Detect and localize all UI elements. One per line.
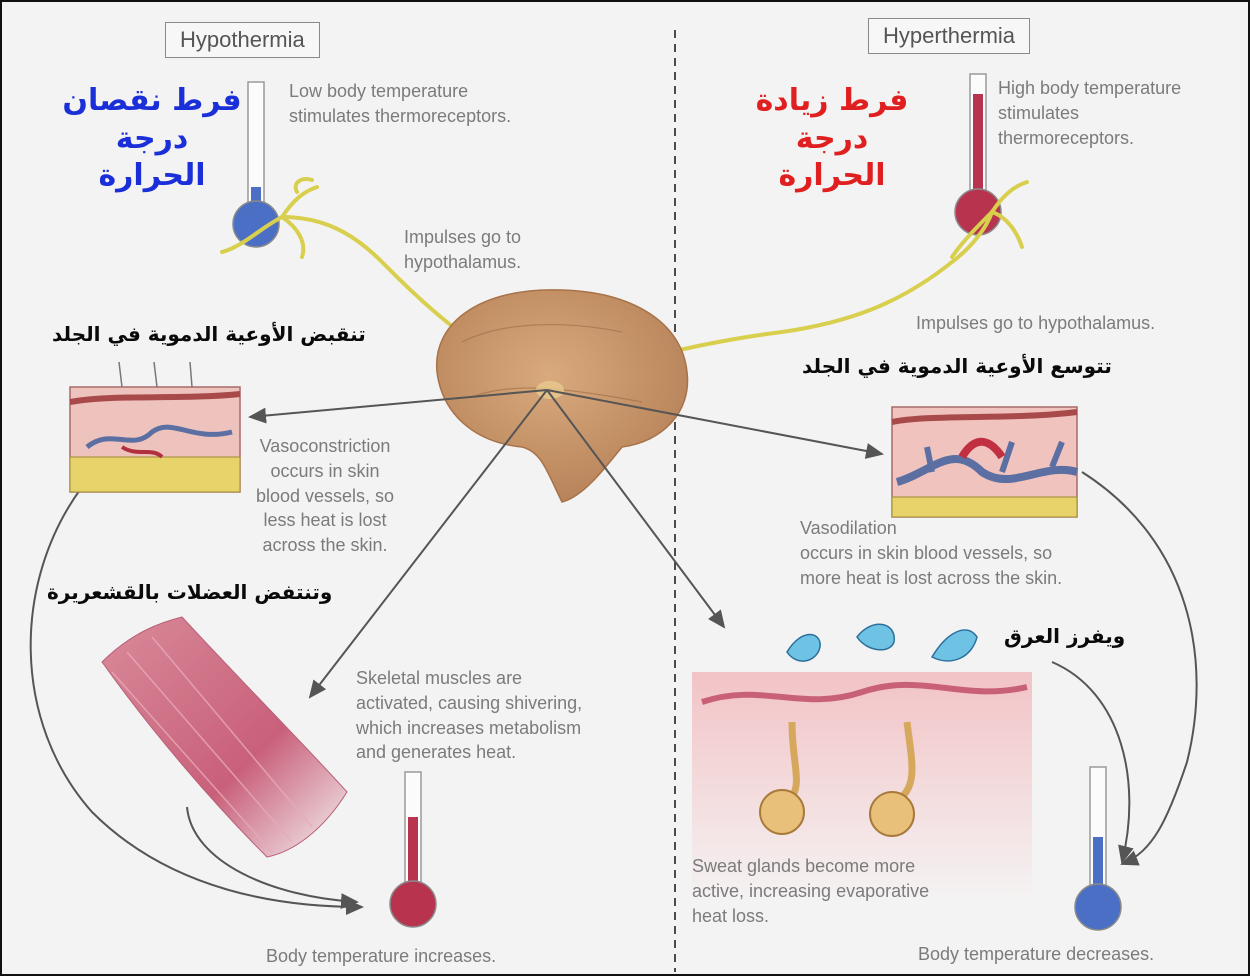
hyperthermia-arabic-title: فرط زيادة درجة الحرارة <box>742 82 922 195</box>
hypothermia-title: Hypothermia <box>165 22 320 58</box>
vasoconstriction-caption: Vasoconstriction occurs in skin blood ve… <box>210 434 440 558</box>
vasodilation-arabic: تتوسع الأوعية الدموية في الجلد <box>802 354 1112 378</box>
shivering-arabic: وتنتفض العضلات بالقشعريرة <box>47 580 332 604</box>
impulse-caption-right: Impulses go to hypothalamus. <box>916 311 1155 336</box>
warming-thermometer <box>390 772 436 927</box>
cooling-thermometer <box>1075 767 1121 930</box>
vasodilation-caption: Vasodilation occurs in skin blood vessel… <box>800 516 1062 590</box>
dilated-skin-illustration <box>892 407 1077 517</box>
hyperthermia-title: Hyperthermia <box>868 18 1030 54</box>
skeletal-muscle-illustration <box>102 617 347 857</box>
sweat-caption: Sweat glands become more active, increas… <box>692 854 929 928</box>
low-temp-caption: Low body temperature stimulates thermore… <box>289 79 511 129</box>
result-right: Body temperature decreases. <box>918 942 1154 967</box>
high-temp-caption: High body temperature stimulates thermor… <box>998 76 1181 150</box>
impulse-caption-left: Impulses go to hypothalamus. <box>404 225 521 275</box>
sweating-arabic: ويفرز العرق <box>1004 624 1125 648</box>
vasoconstriction-arabic: تنقبض الأوعية الدموية في الجلد <box>52 322 366 346</box>
result-left: Body temperature increases. <box>266 944 496 969</box>
shivering-caption: Skeletal muscles are activated, causing … <box>356 666 582 765</box>
hypothermia-arabic-title: فرط نقصان درجة الحرارة <box>62 82 242 195</box>
